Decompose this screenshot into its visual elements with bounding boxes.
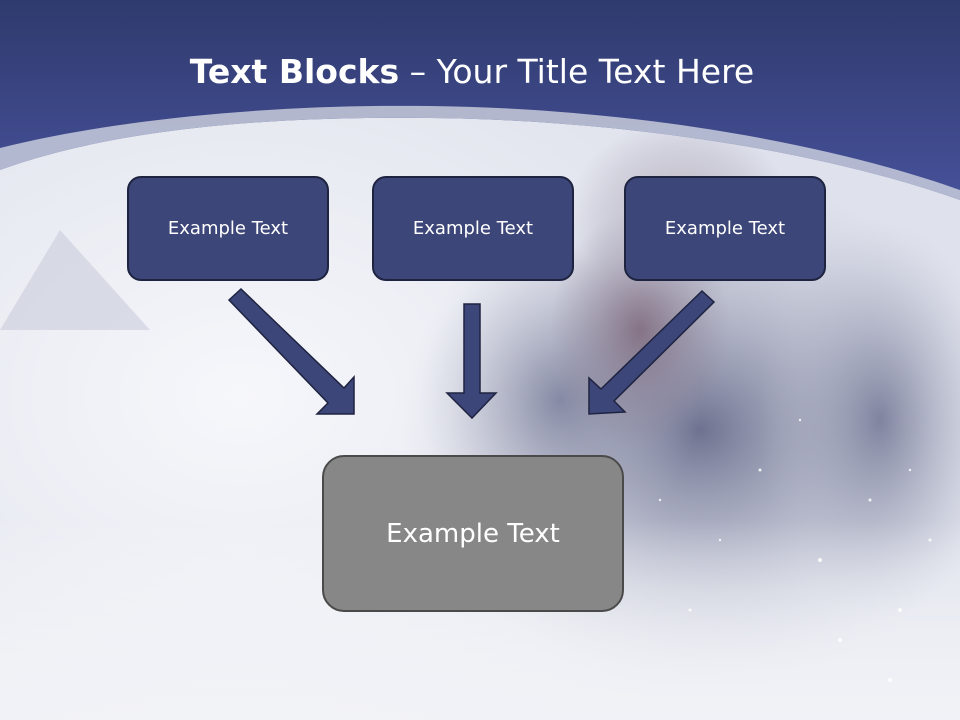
text-block-3-label: Example Text (664, 218, 786, 239)
result-block[interactable]: Example Text (322, 455, 624, 612)
text-block-3[interactable]: Example Text (624, 176, 826, 281)
arrow-right (588, 289, 716, 415)
slide-title: Text Blocks – Your Title Text Here (0, 52, 944, 91)
text-block-2[interactable]: Example Text (372, 176, 574, 281)
text-block-2-label: Example Text (412, 218, 534, 239)
arrow-center (445, 303, 498, 420)
text-block-1[interactable]: Example Text (127, 176, 329, 281)
title-rest: – Your Title Text Here (399, 52, 755, 91)
header-band (0, 0, 960, 200)
text-block-1-label: Example Text (167, 218, 289, 239)
arrow-left (227, 287, 355, 415)
result-block-label: Example Text (386, 518, 560, 549)
title-bold: Text Blocks (189, 52, 400, 91)
